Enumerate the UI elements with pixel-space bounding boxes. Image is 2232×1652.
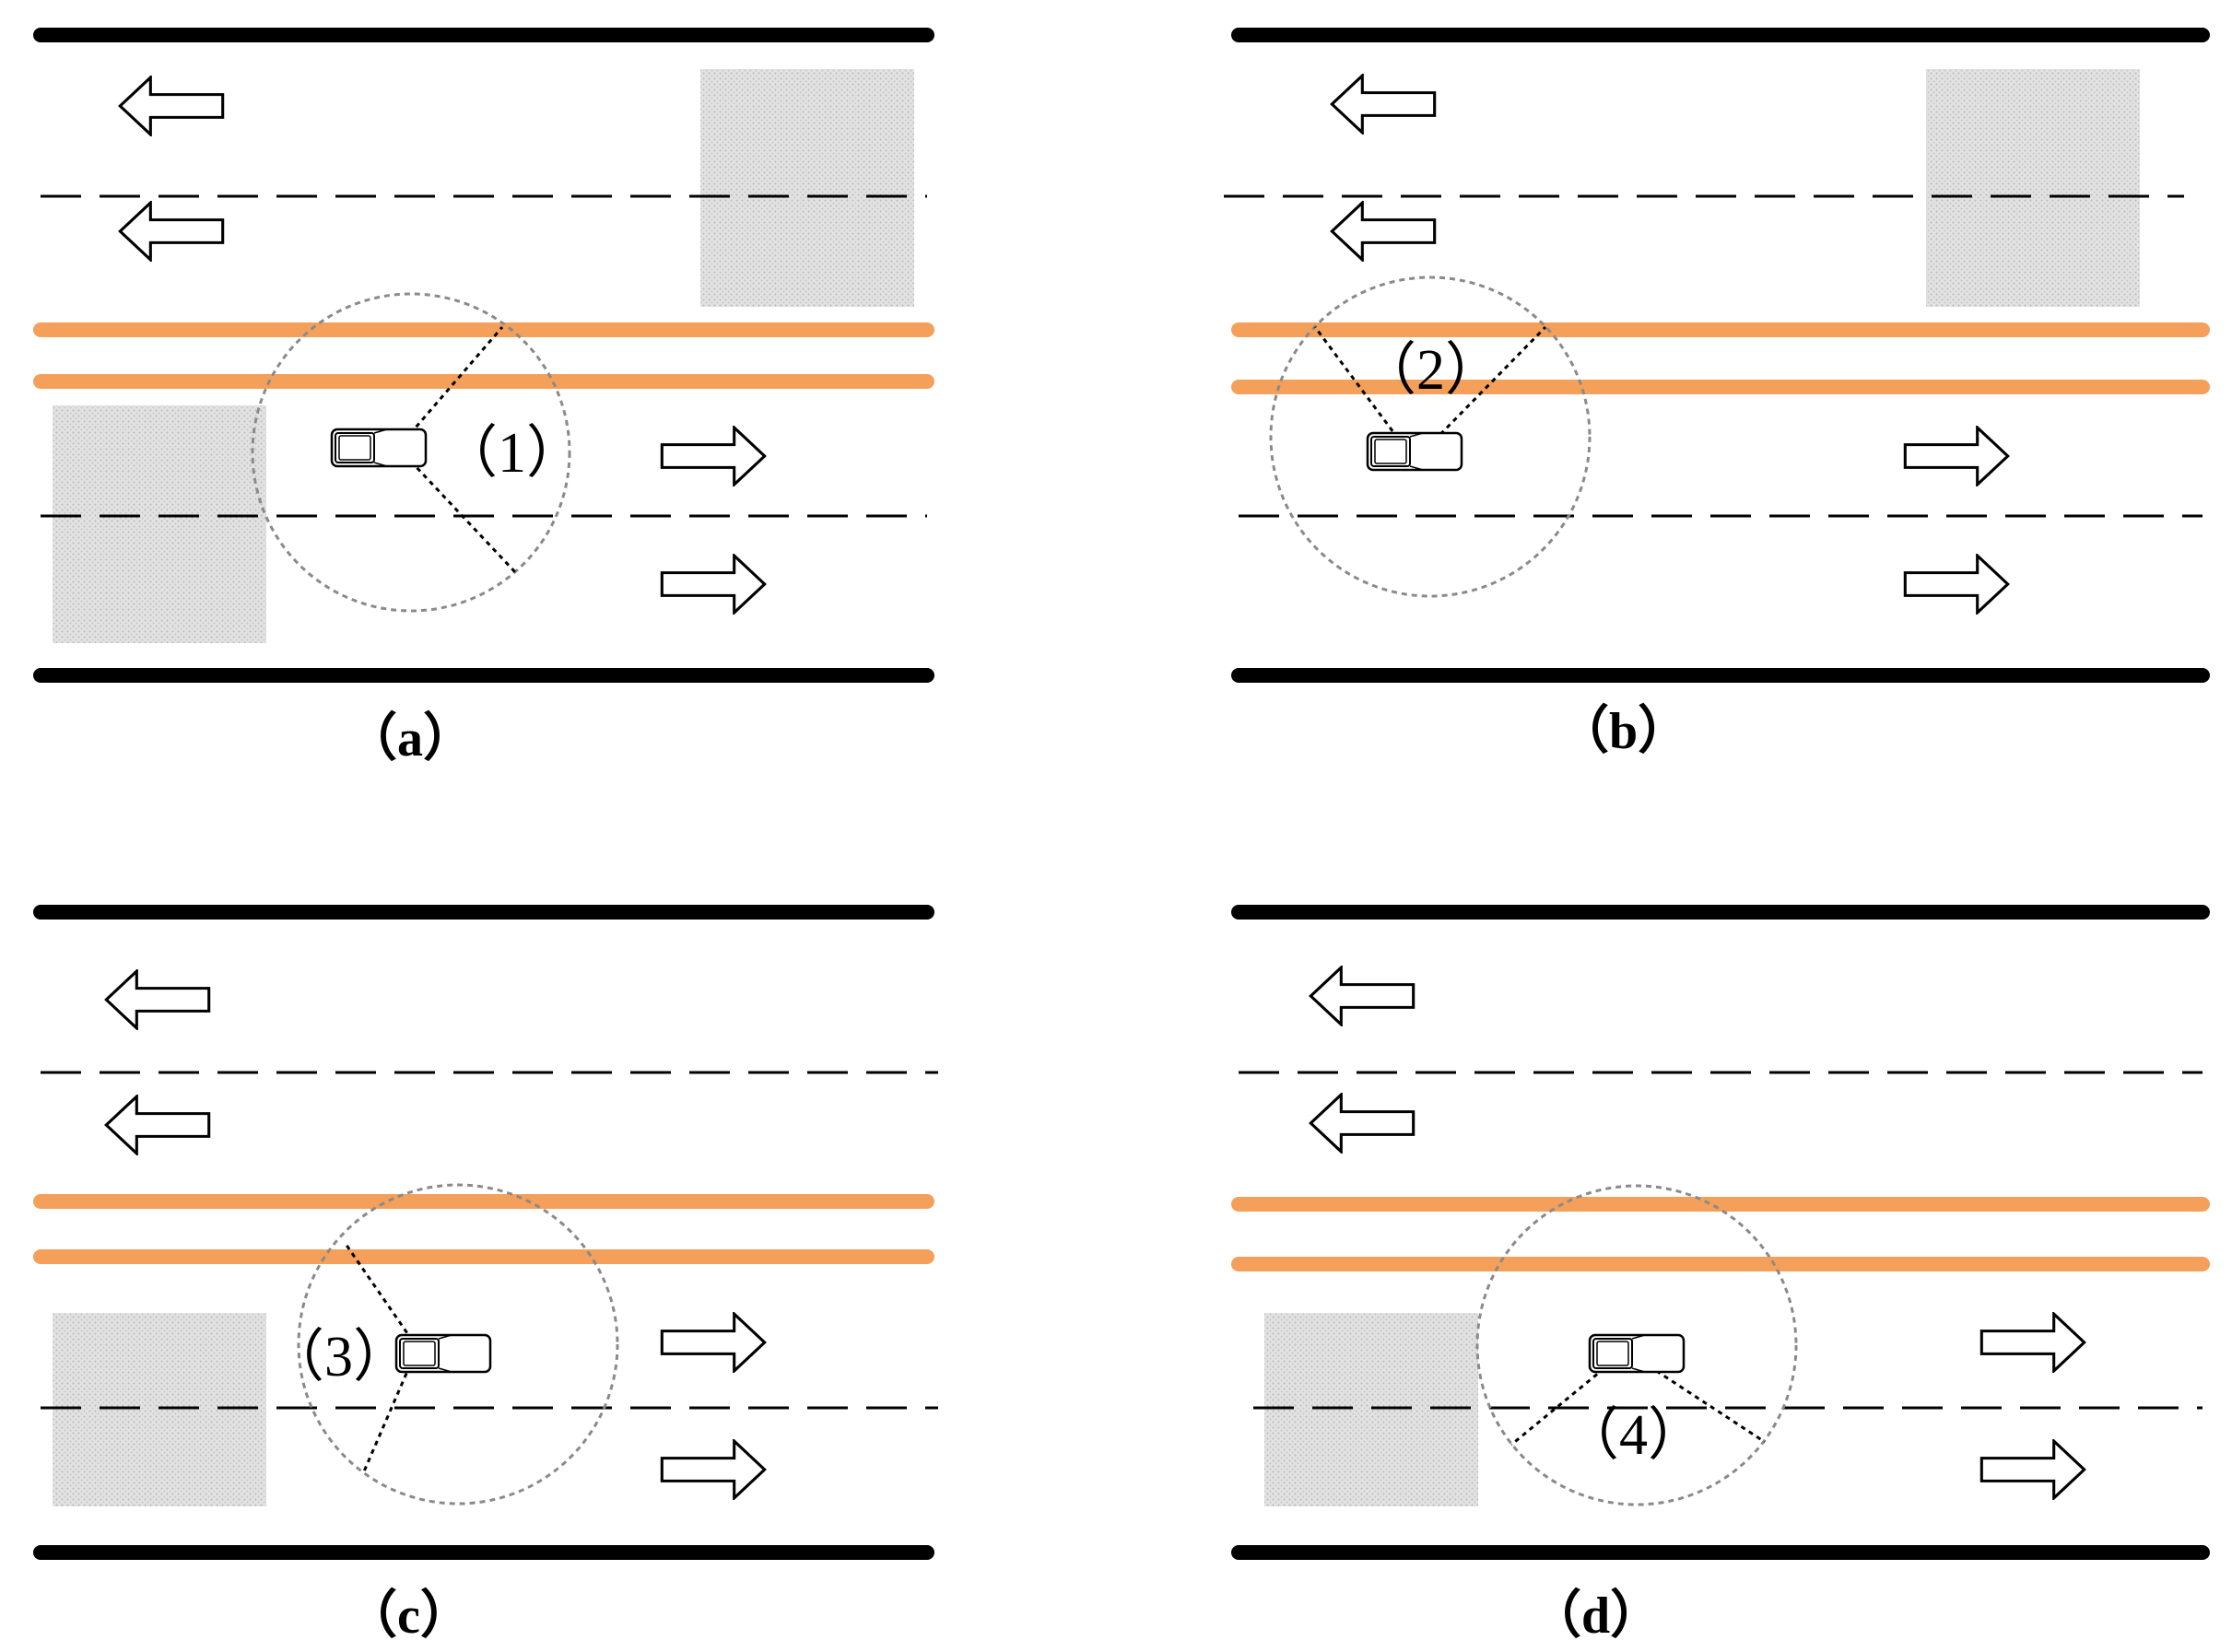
car-icon [1588,1333,1686,1374]
arrow-right-icon [660,1439,767,1500]
panel-c: （3） （c） [33,905,938,1645]
sensor-range-circle [251,292,571,613]
obstacle-zone [53,405,266,643]
obstacle-zone [1926,69,2140,307]
arrow-right-icon [1903,554,2010,615]
zone-label: （3） [267,1326,410,1388]
zone-label: （4） [1562,1404,1705,1467]
sensor-field-edge [1510,1349,1627,1447]
arrow-left-icon [104,969,211,1030]
arrow-left-icon [118,76,225,136]
sensor-range-circle [297,1183,619,1506]
zone-label: （2） [1359,339,1502,402]
panel-caption: （a） [346,709,475,767]
arrow-left-icon [118,201,225,262]
zone-label: （1） [441,422,583,485]
car-icon [1366,431,1463,472]
arrow-right-icon [660,426,767,486]
car-icon [394,1333,492,1374]
arrow-left-icon [1309,1093,1416,1154]
panel-caption: （b） [1557,702,1689,760]
obstacle-zone [53,1313,266,1506]
arrow-left-icon [1330,74,1437,135]
sensor-field-edge [396,446,518,575]
panel-d: （4） （d） [1231,905,2210,1645]
panel-caption: （d） [1530,1587,1662,1645]
arrow-right-icon [1903,426,2010,486]
arrow-left-icon [104,1095,211,1155]
panel-b: （2） （b） [1224,28,2210,760]
panel-a: （1） （a） [33,28,934,767]
arrow-right-icon [660,554,767,615]
sensor-field-edge [396,326,504,449]
sensor-range-circle [1475,1184,1798,1506]
panel-caption: （c） [346,1587,472,1645]
arrow-right-icon [660,1312,767,1373]
arrow-left-icon [1309,966,1416,1026]
car-icon [330,428,428,468]
arrow-right-icon [1979,1312,2086,1373]
obstacle-zone [700,69,914,307]
arrow-left-icon [1330,201,1437,262]
obstacle-zone [1264,1313,1478,1506]
sensor-range-circle [1269,275,1592,598]
arrow-right-icon [1979,1439,2086,1500]
sensor-field-edge [344,1243,419,1349]
